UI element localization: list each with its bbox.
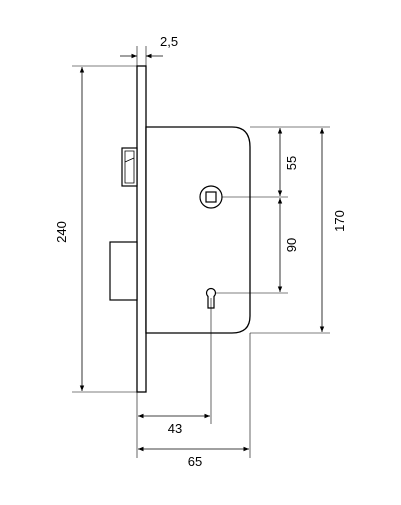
dim-faceplate-height-label: 240 <box>54 221 69 243</box>
follower-square-hole <box>205 191 217 203</box>
lock-case <box>145 126 251 334</box>
dim-faceplate-thickness-label: 2,5 <box>160 34 178 49</box>
latch-bolt <box>121 147 138 187</box>
dim-case-height-label: 170 <box>332 210 347 232</box>
dim-backset-key-label: 43 <box>168 421 182 436</box>
latch-bolt-bevel <box>124 150 135 184</box>
dim-follower-top-label: 55 <box>284 156 299 170</box>
faceplate <box>136 65 147 393</box>
dead-bolt <box>109 241 138 301</box>
dim-follower-key-label: 90 <box>284 238 299 252</box>
dim-case-depth-label: 65 <box>188 454 202 469</box>
